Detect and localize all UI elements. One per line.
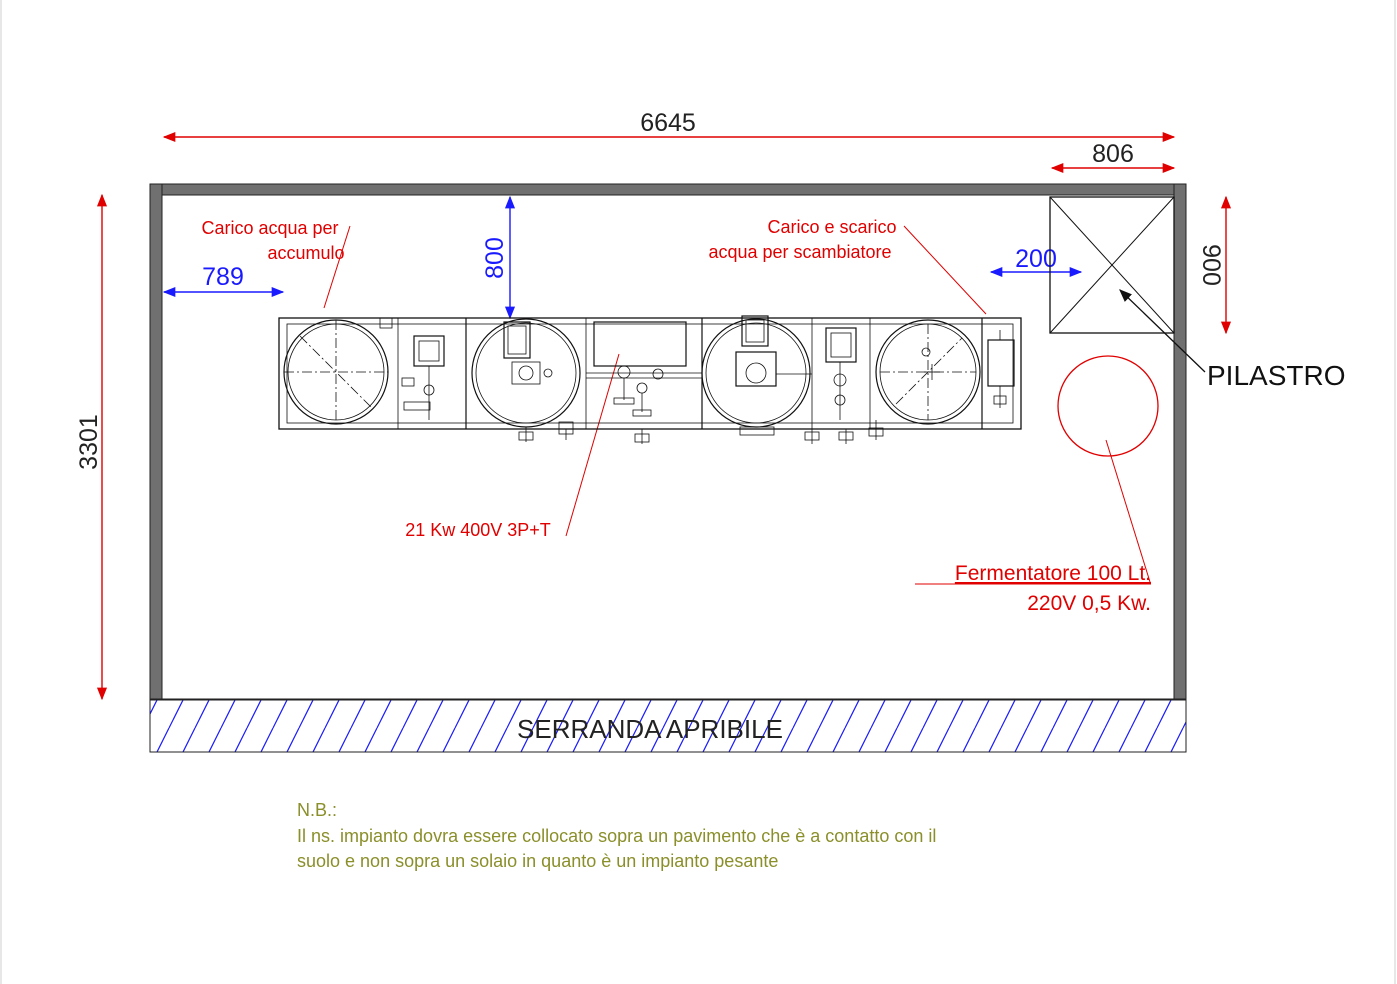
dim-left-clearance-label: 789	[202, 263, 244, 291]
dim-total-width-label: 6645	[640, 109, 696, 137]
exchanger-label-1: Carico e scarico	[767, 217, 896, 237]
pillar	[1049, 196, 1206, 373]
dim-total-depth-label: 3301	[75, 414, 103, 470]
pillar-label: PILASTRO	[1207, 360, 1345, 391]
water-storage-label-2: accumulo	[267, 243, 344, 263]
fermenter-label-1: Fermentatore 100 Lt.	[955, 562, 1151, 585]
room-walls	[149, 183, 1187, 700]
exchanger-label-2: acqua per scambiatore	[708, 242, 891, 262]
dim-pillar-width-label: 806	[1092, 140, 1134, 168]
power-label: 21 Kw 400V 3P+T	[405, 520, 551, 540]
note-line-2: suolo e non sopra un solaio in quanto è …	[297, 851, 778, 871]
fermenter-label-2: 220V 0,5 Kw.	[1027, 592, 1151, 615]
water-storage-label-1: Carico acqua per	[201, 218, 338, 238]
power-leader	[565, 353, 620, 537]
note-line-1: Il ns. impianto dovra essere collocato s…	[297, 826, 936, 846]
brewing-plant	[278, 315, 1022, 444]
fermenter	[1057, 355, 1159, 583]
dim-top-clearance-label: 800	[481, 237, 509, 279]
water-storage-leader	[323, 225, 351, 309]
shutter-hatch	[149, 698, 1187, 753]
dim-pillar-depth-label: 900	[1197, 244, 1225, 286]
shutter-label: SERRANDA APRIBILE	[517, 714, 783, 744]
note-title: N.B.:	[297, 800, 337, 820]
exchanger-leader	[903, 225, 987, 315]
